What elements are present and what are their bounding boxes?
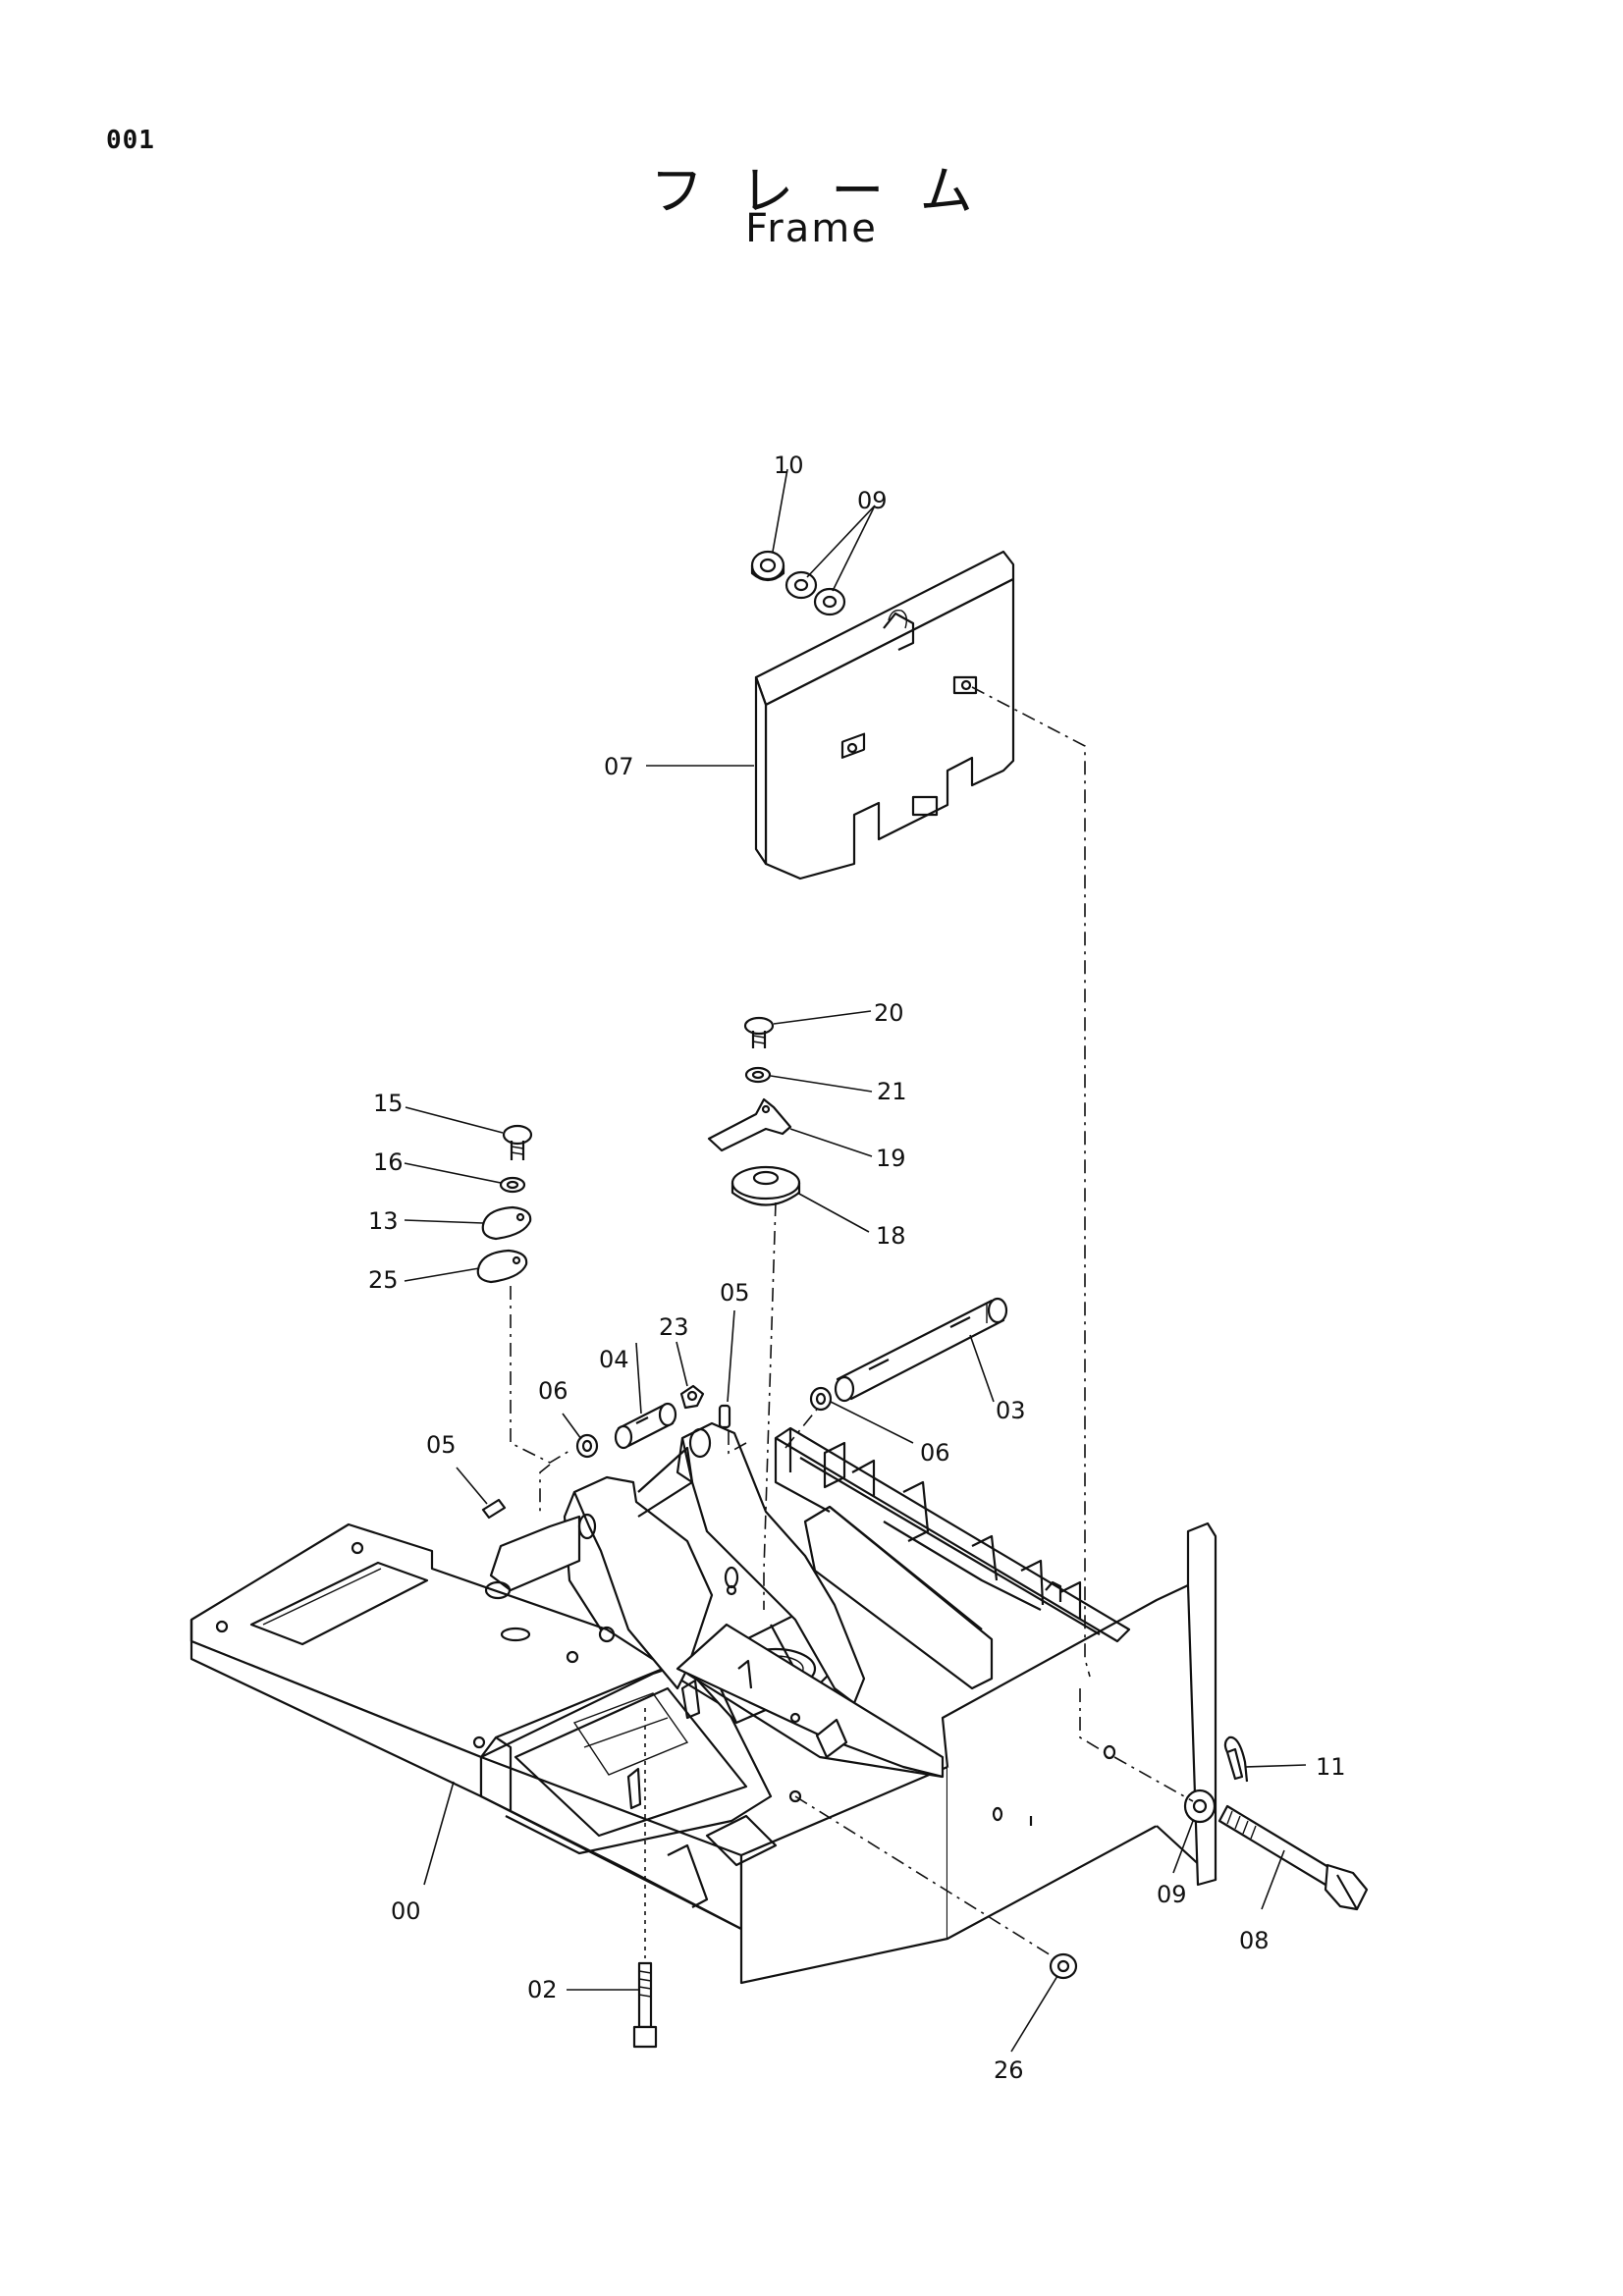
part-23-fitting (679, 1384, 705, 1410)
callout-19: 19 (876, 1145, 906, 1172)
callout-23: 23 (659, 1313, 689, 1341)
part-11-lock-pin (1223, 1735, 1249, 1783)
callout-03: 03 (996, 1397, 1026, 1424)
part-25-shim (476, 1249, 528, 1284)
page-number: 001 (106, 126, 155, 155)
callout-11: 11 (1316, 1753, 1346, 1781)
part-04-pin (614, 1402, 677, 1450)
callout-02: 02 (527, 1976, 558, 2003)
part-05-pin-center (718, 1404, 731, 1429)
part-18-ring (730, 1165, 801, 1206)
part-21-washer (744, 1066, 772, 1084)
part-06-washer-right (809, 1386, 833, 1412)
callout-08: 08 (1239, 1927, 1270, 1954)
callout-21: 21 (877, 1078, 907, 1105)
part-26-washer (1049, 1952, 1078, 1980)
callout-20: 20 (874, 999, 904, 1027)
callout-04: 04 (599, 1346, 629, 1373)
callout-25: 25 (368, 1266, 399, 1294)
callout-05-center: 05 (720, 1279, 750, 1307)
part-10-nut (750, 550, 785, 582)
callout-07: 07 (604, 753, 634, 780)
callout-06-right: 06 (920, 1439, 950, 1467)
part-03-pin (834, 1297, 1008, 1403)
callout-00: 00 (391, 1897, 421, 1925)
part-20-bolt (743, 1016, 775, 1048)
part-09-washer-right (1183, 1789, 1217, 1824)
part-02-bolt (632, 1961, 658, 2049)
callout-13: 13 (368, 1207, 399, 1235)
callout-26: 26 (994, 2056, 1024, 2084)
part-09-washers-top (784, 570, 846, 616)
part-13-plate (481, 1205, 532, 1241)
leader-lines (404, 468, 1307, 2053)
part-08-bolt (1217, 1804, 1369, 1911)
part-15-bolt (502, 1124, 533, 1160)
callout-09-top: 09 (857, 487, 888, 514)
callout-15: 15 (373, 1090, 404, 1117)
part-00-main-frame (189, 1421, 1217, 1985)
title-japanese: フレーム (650, 160, 1010, 222)
title-english: Frame (745, 206, 878, 251)
part-05-pin-left (481, 1498, 507, 1520)
callout-10: 10 (774, 452, 804, 479)
part-06-washer-left (575, 1433, 599, 1459)
part-07-counterweight (754, 550, 1015, 881)
callout-18: 18 (876, 1222, 906, 1250)
callout-06-left: 06 (538, 1377, 568, 1405)
part-16-washer (499, 1176, 526, 1194)
callout-09-right: 09 (1157, 1881, 1187, 1908)
callout-16: 16 (373, 1148, 404, 1176)
callout-05-left: 05 (426, 1431, 457, 1459)
part-19-stopper (707, 1097, 792, 1152)
